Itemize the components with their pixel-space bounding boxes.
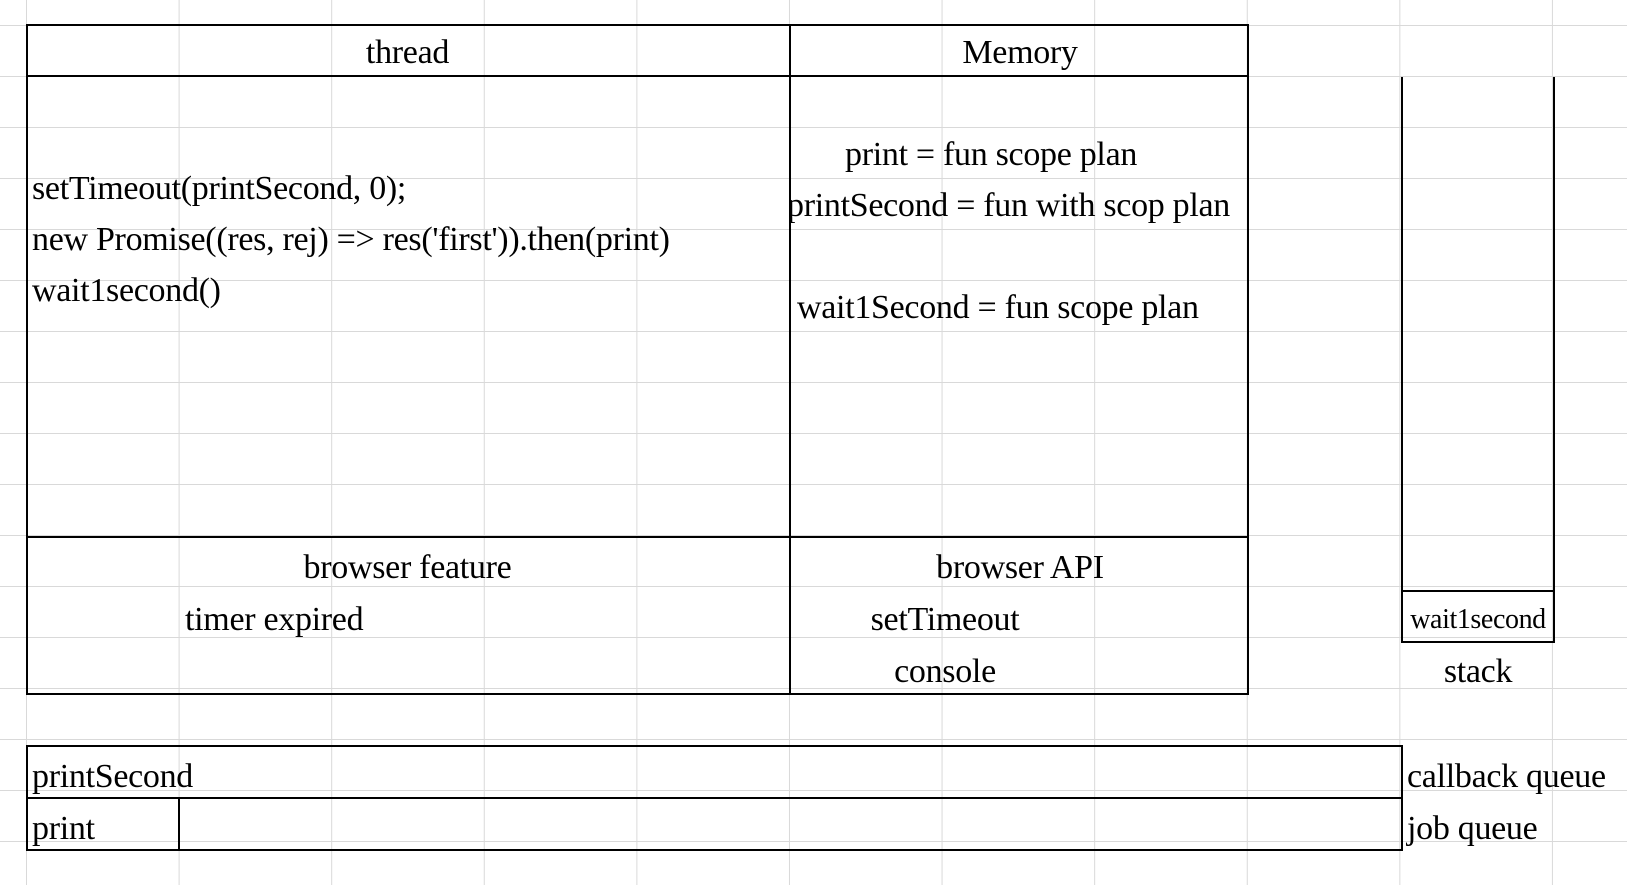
browser-api-item: setTimeout: [870, 601, 1020, 638]
memory-entries: print = fun scope plan printSecond = fun…: [789, 135, 1247, 355]
job-queue-item-divider: [178, 797, 180, 851]
thread-code: setTimeout(printSecond, 0); new Promise(…: [32, 163, 772, 316]
header-separator: [26, 75, 1249, 77]
queue-separator: [26, 797, 1403, 799]
callback-queue-label: callback queue: [1407, 758, 1606, 795]
code-line: wait1second(): [32, 272, 221, 309]
memory-entry: printSecond = fun with scop plan: [789, 187, 1231, 224]
browser-api-title: browser API: [936, 549, 1104, 586]
code-line: setTimeout(printSecond, 0);: [32, 170, 407, 207]
memory-entry: print = fun scope plan: [845, 136, 1138, 173]
stack-frame: wait1second: [1410, 604, 1546, 635]
thread-title: thread: [365, 34, 450, 71]
code-line: new Promise((res, rej) => res('first')).…: [32, 221, 670, 258]
thread-memory-divider: [789, 24, 791, 695]
memory-entry: wait1Second = fun scope plan: [797, 289, 1199, 326]
callback-queue-item: printSecond: [32, 758, 194, 795]
stack-bottom: [1401, 641, 1555, 643]
stack-right-wall: [1553, 77, 1555, 643]
browser-feature-title: browser feature: [303, 549, 512, 586]
browser-api-item: console: [894, 653, 996, 690]
thread-memory-panel: [26, 24, 1249, 695]
stack-label: stack: [1443, 653, 1513, 690]
stack-frame-top: [1401, 590, 1555, 592]
job-queue-item: print: [32, 810, 95, 847]
job-queue-label: job queue: [1407, 810, 1538, 847]
stack-left-wall: [1401, 77, 1403, 643]
browser-feature-item: timer expired: [185, 601, 364, 638]
browser-separator: [26, 536, 1249, 538]
memory-title: Memory: [962, 34, 1078, 71]
